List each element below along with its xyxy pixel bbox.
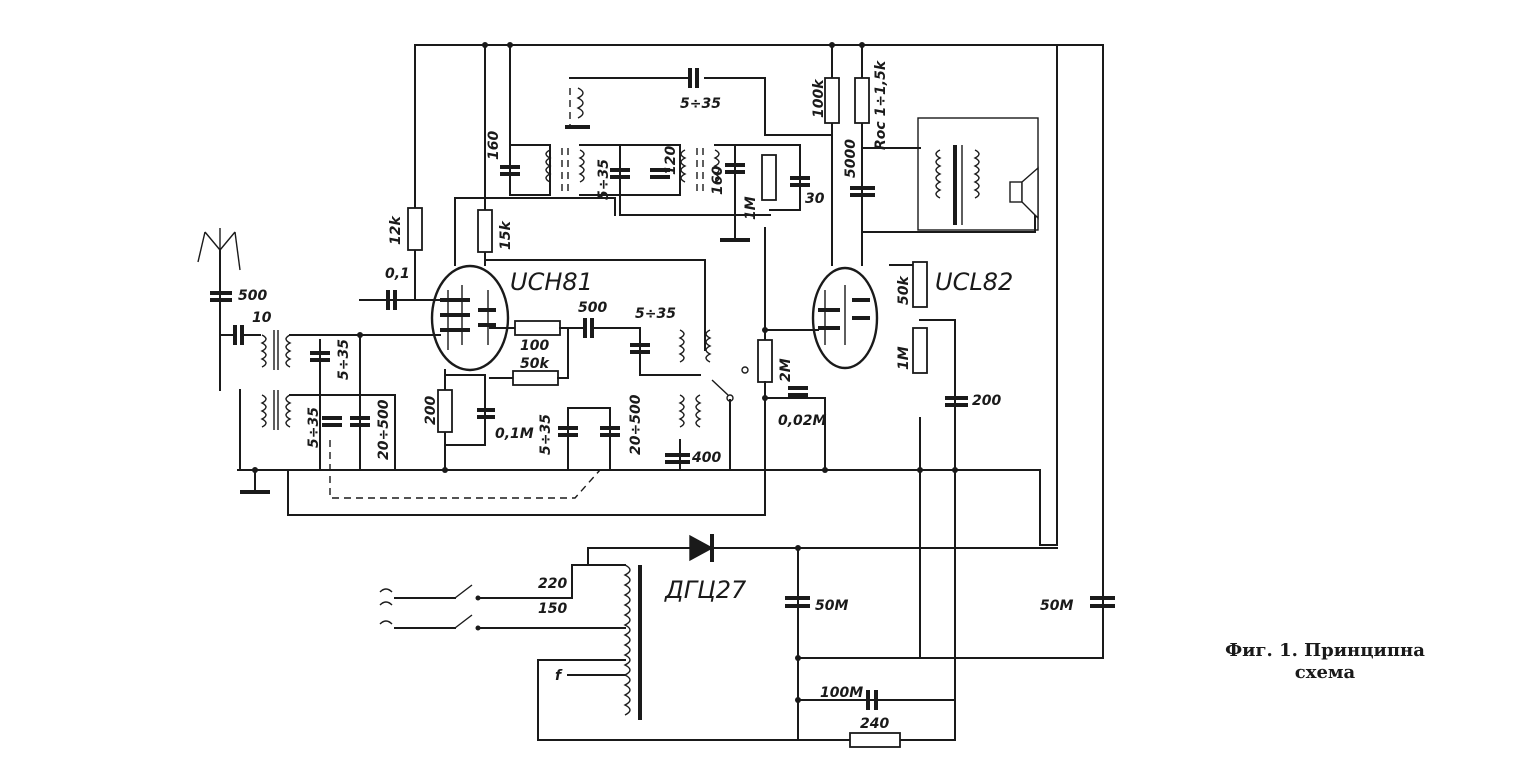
label-r-fb: Rос 1÷1,5k — [873, 59, 889, 150]
label-c-var2: 20÷500 — [628, 394, 644, 455]
label-r-vol: 1M — [743, 196, 759, 220]
tube-label-ucl82: UCL82 — [935, 268, 1013, 296]
label-c-ant2: 10 — [252, 310, 272, 326]
transformer-icon — [623, 564, 642, 720]
tube-label-uch81: UCH81 — [510, 268, 593, 296]
speaker-icon — [1009, 166, 1039, 220]
power-switch-icon — [454, 584, 481, 631]
label-c-if1: 160 — [486, 131, 502, 160]
rectifier-diode-icon — [689, 534, 714, 562]
label-c-filter2: 50M — [1040, 598, 1073, 614]
label-c-trim2: 5÷35 — [306, 407, 322, 448]
antenna-icon — [197, 231, 241, 271]
label-c-cathode: 0,1M — [495, 426, 534, 442]
label-c-30: 30 — [805, 191, 825, 207]
label-c-coupling: 0,02M — [778, 413, 827, 429]
label-r-12k: 12k — [388, 215, 404, 245]
power-section: 220 150 f ДГЦ27 50M 50M 100M 240 — [379, 534, 1115, 748]
label-c-if-mid: 5÷35 — [596, 159, 612, 200]
figure-caption: Фиг. 1. Принципна схема — [1170, 640, 1480, 684]
label-c-filter3: 100M — [820, 685, 863, 701]
label-c-pad: 400 — [691, 450, 721, 466]
label-c-osc: 500 — [578, 300, 607, 316]
if-coil-icon — [545, 148, 720, 195]
ucl82-wiring: 2M 0,02M 100k Rос 1÷1,5k 5000 50k — [757, 44, 1039, 471]
label-r-50k-osc: 50k — [520, 356, 550, 372]
label-rectifier: ДГЦ27 — [664, 576, 747, 604]
label-r-cathode: 200 — [423, 396, 439, 425]
label-tap-220: 220 — [538, 576, 567, 592]
label-c-if3: 160 — [710, 166, 726, 195]
label-tap-f: f — [555, 668, 563, 684]
tube-ucl82: UCL82 — [811, 266, 1013, 370]
label-c-if2: 120 — [663, 146, 679, 175]
label-c-200: 200 — [972, 393, 1001, 409]
label-c-feedback: 5÷35 — [680, 96, 721, 112]
label-r-grid2: 2M — [778, 358, 794, 382]
output-transformer-icon — [935, 145, 980, 225]
input-coil-icon — [260, 330, 292, 430]
osc-coil-icon — [678, 329, 712, 428]
tube-uch81: UCH81 — [430, 264, 593, 372]
label-r-15k: 15k — [498, 220, 514, 250]
label-r-100k: 100k — [811, 78, 827, 118]
label-c-var1: 20÷500 — [376, 399, 392, 460]
caption-line-1: Фиг. 1. Принципна — [1225, 640, 1425, 661]
label-c-filter1: 50M — [815, 598, 848, 614]
uch81-wiring: 0,1 12k 15k 200 0,1M 100 500 50k — [359, 44, 706, 471]
label-r-50k-out: 50k — [896, 275, 912, 305]
if-stage: 160 5÷35 120 160 1M 30 — [486, 44, 831, 242]
label-r-240: 240 — [860, 716, 889, 732]
label-c-trim-osc2: 5÷35 — [538, 414, 554, 455]
junction-dots — [252, 42, 958, 703]
label-c-grid: 0,1 — [385, 266, 410, 282]
label-c-ant: 500 — [238, 288, 267, 304]
mains-plug-icon — [379, 588, 393, 625]
label-tap-150: 150 — [538, 601, 567, 617]
label-c-5000: 5000 — [843, 139, 859, 178]
label-c-trim1: 5÷35 — [336, 339, 352, 380]
caption-line-2: схема — [1294, 662, 1356, 683]
oscillator-section: 5÷35 5÷35 20÷500 400 — [538, 306, 749, 471]
label-c-osc-trim: 5÷35 — [635, 306, 676, 322]
label-r-1m-out: 1M — [896, 346, 912, 370]
label-r-100: 100 — [520, 338, 549, 354]
